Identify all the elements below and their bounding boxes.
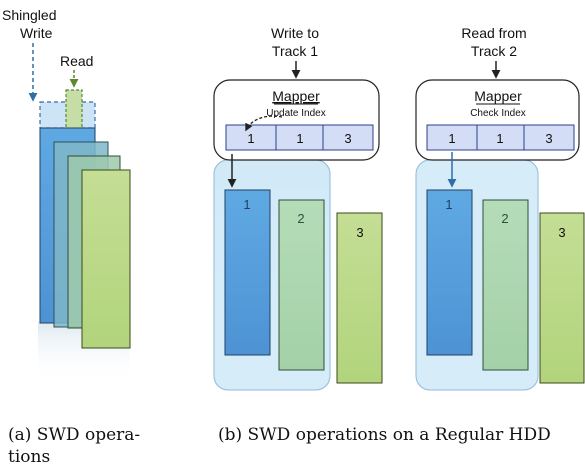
read-index-cell-3 — [523, 124, 575, 151]
write-index-value-3: 3 — [344, 131, 351, 146]
panel-read: Read from Track 2 Mapper Check Index 1 1… — [415, 25, 585, 391]
read-index-value-3: 3 — [545, 131, 552, 146]
write-index-value-1: 1 — [247, 131, 254, 146]
write-annotation-line2: Track 1 — [272, 43, 318, 59]
read-track-label-2: 2 — [501, 211, 508, 226]
write-track-2 — [278, 199, 325, 371]
read-track-label-1: 1 — [445, 197, 452, 212]
write-index-cell-1 — [225, 124, 277, 151]
write-track-label-2: 2 — [297, 211, 304, 226]
shingled-track-4 — [81, 169, 131, 349]
write-index-cell-2 — [275, 124, 324, 151]
read-index-value-1: 1 — [448, 131, 455, 146]
write-index-value-2: 1 — [296, 131, 303, 146]
caption-a-line2: tions — [8, 447, 51, 467]
read-index-cell-1 — [426, 124, 478, 151]
update-index-arrow — [245, 115, 283, 132]
write-track-1 — [224, 189, 271, 356]
write-annotation-line1: Write to — [271, 25, 319, 41]
panel-a: Shingled Write Read — [2, 7, 131, 382]
write-track-3 — [336, 212, 383, 384]
shingled-write-label-line2: Write — [20, 25, 53, 41]
read-head-zone — [65, 89, 83, 131]
read-track-3 — [539, 212, 585, 384]
read-index-value-2: 1 — [496, 131, 503, 146]
read-label: Read — [60, 53, 93, 69]
write-mapper-title: Mapper — [272, 88, 320, 104]
read-track-2 — [482, 199, 529, 371]
write-track-label-1: 1 — [243, 197, 250, 212]
panel-write: Write to Track 1 Mapper Update Index 1 1… — [213, 25, 383, 391]
write-mapper-action: Update Index — [266, 108, 326, 119]
read-mapper-title: Mapper — [474, 88, 522, 104]
read-track-1 — [426, 189, 473, 356]
caption-a-line1: (a) SWD opera- — [8, 425, 141, 445]
write-track-label-3: 3 — [356, 225, 363, 240]
caption-b: (b) SWD operations on a Regular HDD — [218, 425, 551, 445]
read-annotation-line1: Read from — [461, 25, 526, 41]
write-index-cell-3 — [322, 124, 374, 151]
read-track-label-3: 3 — [558, 225, 565, 240]
read-mapper-action: Check Index — [470, 108, 526, 119]
read-index-cell-2 — [476, 124, 525, 151]
shingled-write-label-line1: Shingled — [2, 7, 57, 23]
read-annotation-line2: Track 2 — [471, 43, 517, 59]
